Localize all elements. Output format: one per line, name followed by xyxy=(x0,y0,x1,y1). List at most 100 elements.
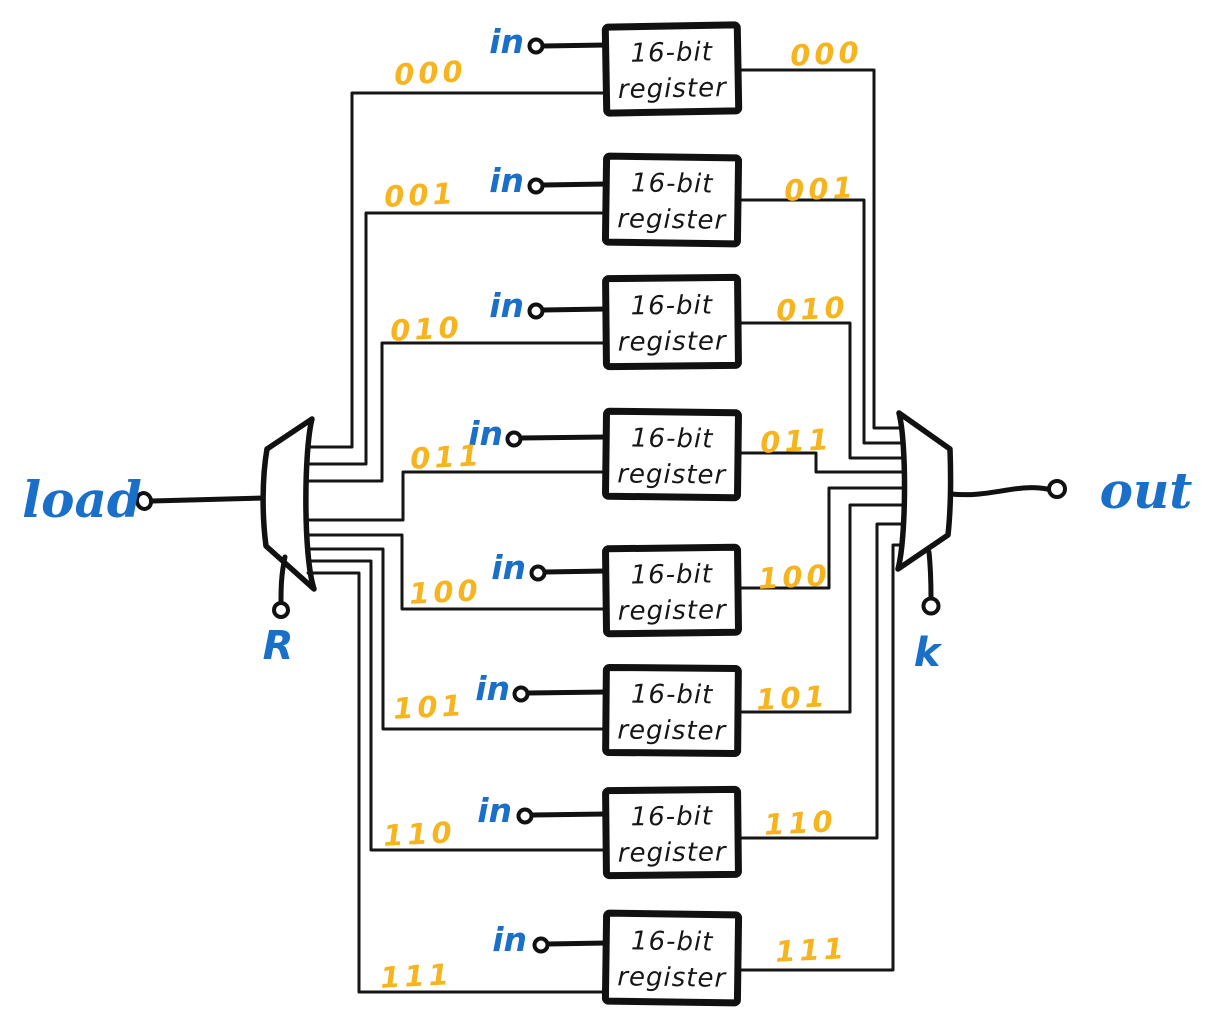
register-100-line1: 16-bit xyxy=(630,559,713,590)
register-box-011 xyxy=(602,407,742,502)
load-terminal xyxy=(134,491,154,511)
register-010-line1: 16-bit xyxy=(630,291,713,322)
address-label-left-100: 100 xyxy=(408,573,482,611)
address-label-right-010: 010 xyxy=(775,290,849,328)
output-wire-000 xyxy=(736,68,904,430)
output-wire-100 xyxy=(736,486,904,590)
in-label-000: in xyxy=(489,22,524,61)
register-111-line1: 16-bit xyxy=(631,926,714,957)
register-row-100: in 16-bit register 100 100 xyxy=(408,543,832,638)
register-100-line2: register xyxy=(618,595,729,626)
address-label-left-101: 101 xyxy=(392,688,466,726)
in-label-111: in xyxy=(492,920,527,959)
register-011-line2: register xyxy=(617,459,728,490)
right-select-stub xyxy=(926,549,934,601)
load-wire-111 xyxy=(306,571,608,994)
in-label-010: in xyxy=(489,286,524,325)
left-select-label: R xyxy=(263,623,294,669)
register-row-110: in 16-bit register 110 110 xyxy=(382,785,838,880)
address-label-right-000: 000 xyxy=(789,35,863,73)
register-row-011: in 16-bit register 011 011 xyxy=(409,407,834,502)
register-box-111 xyxy=(601,909,743,1007)
address-label-left-011: 011 xyxy=(409,438,483,476)
in-label-110: in xyxy=(477,791,512,830)
in-wire-010 xyxy=(540,306,609,313)
in-terminal-010 xyxy=(527,302,545,320)
in-label-011: in xyxy=(468,414,503,453)
address-label-left-010: 010 xyxy=(389,310,463,348)
register-row-111: in 16-bit register 111 111 xyxy=(379,909,849,1007)
load-wire-010 xyxy=(306,341,608,483)
register-row-010: in 16-bit register 010 010 xyxy=(389,273,850,371)
out-terminal xyxy=(1047,479,1067,499)
register-000-line2: register xyxy=(618,73,729,105)
load-wire-000 xyxy=(306,91,608,449)
address-label-left-001: 001 xyxy=(383,176,457,214)
register-001-line1: 16-bit xyxy=(631,168,714,199)
in-terminal-111 xyxy=(532,936,550,954)
address-label-right-011: 011 xyxy=(759,422,833,460)
in-wire-110 xyxy=(529,811,609,818)
in-wire-000 xyxy=(540,42,609,49)
register-box-001 xyxy=(601,152,743,248)
output-wire-101 xyxy=(736,503,904,714)
register-box-101 xyxy=(602,663,742,758)
register-box-000 xyxy=(601,21,743,117)
left-select-stub xyxy=(278,554,288,605)
in-label-101: in xyxy=(475,669,510,708)
in-label-100: in xyxy=(491,548,526,587)
address-label-right-110: 110 xyxy=(763,804,837,842)
load-wire-011 xyxy=(306,470,608,522)
right-mux-shape xyxy=(895,410,954,572)
load-wire xyxy=(149,495,267,504)
load-wire-001 xyxy=(306,211,608,466)
load-wire-110 xyxy=(306,559,608,852)
in-wire-101 xyxy=(525,689,609,696)
register-111-line2: register xyxy=(617,962,728,994)
in-terminal-101 xyxy=(512,685,530,703)
output-wire-001 xyxy=(736,198,904,445)
address-label-right-001: 001 xyxy=(783,170,857,208)
in-terminal-011 xyxy=(505,430,523,448)
register-box-110 xyxy=(602,785,742,880)
address-label-left-000: 000 xyxy=(393,54,467,92)
in-wire-111 xyxy=(545,940,609,947)
address-label-right-111: 111 xyxy=(774,931,848,969)
left-select-terminal xyxy=(272,601,290,619)
register-box-010 xyxy=(602,273,742,371)
register-101-line2: register xyxy=(617,716,727,747)
left-demux-shape xyxy=(260,416,317,592)
register-101-line1: 16-bit xyxy=(631,680,714,711)
in-label-001: in xyxy=(489,161,524,200)
output-wire-111 xyxy=(736,543,904,972)
in-terminal-001 xyxy=(527,177,545,195)
register-110-line2: register xyxy=(618,837,728,868)
right-select-terminal xyxy=(921,596,941,616)
register-000-line1: 16-bit xyxy=(630,37,713,68)
in-terminal-100 xyxy=(529,564,547,582)
out-wire xyxy=(948,485,1050,498)
register-011-line1: 16-bit xyxy=(631,423,714,454)
register-box-100 xyxy=(602,543,742,638)
address-label-right-101: 101 xyxy=(755,679,829,717)
register-row-000: in 16-bit register 000 000 xyxy=(393,21,864,117)
load-distribution-wires xyxy=(306,91,608,994)
output-wire-011 xyxy=(736,451,904,474)
right-mux xyxy=(895,410,1067,616)
address-label-left-110: 110 xyxy=(382,815,456,853)
output-collection-wires xyxy=(736,68,904,972)
register-001-line2: register xyxy=(617,204,728,236)
output-wire-110 xyxy=(736,522,904,840)
address-label-right-100: 100 xyxy=(757,558,831,596)
load-wire-100 xyxy=(306,533,608,611)
in-wire-011 xyxy=(517,434,609,441)
in-terminal-000 xyxy=(527,37,545,55)
out-label: out xyxy=(1100,461,1193,520)
in-wire-001 xyxy=(540,181,609,188)
output-wire-010 xyxy=(736,321,904,460)
load-wire-101 xyxy=(306,547,608,731)
address-label-left-111: 111 xyxy=(379,957,453,995)
register-row-001: in 16-bit register 001 001 xyxy=(383,152,858,248)
